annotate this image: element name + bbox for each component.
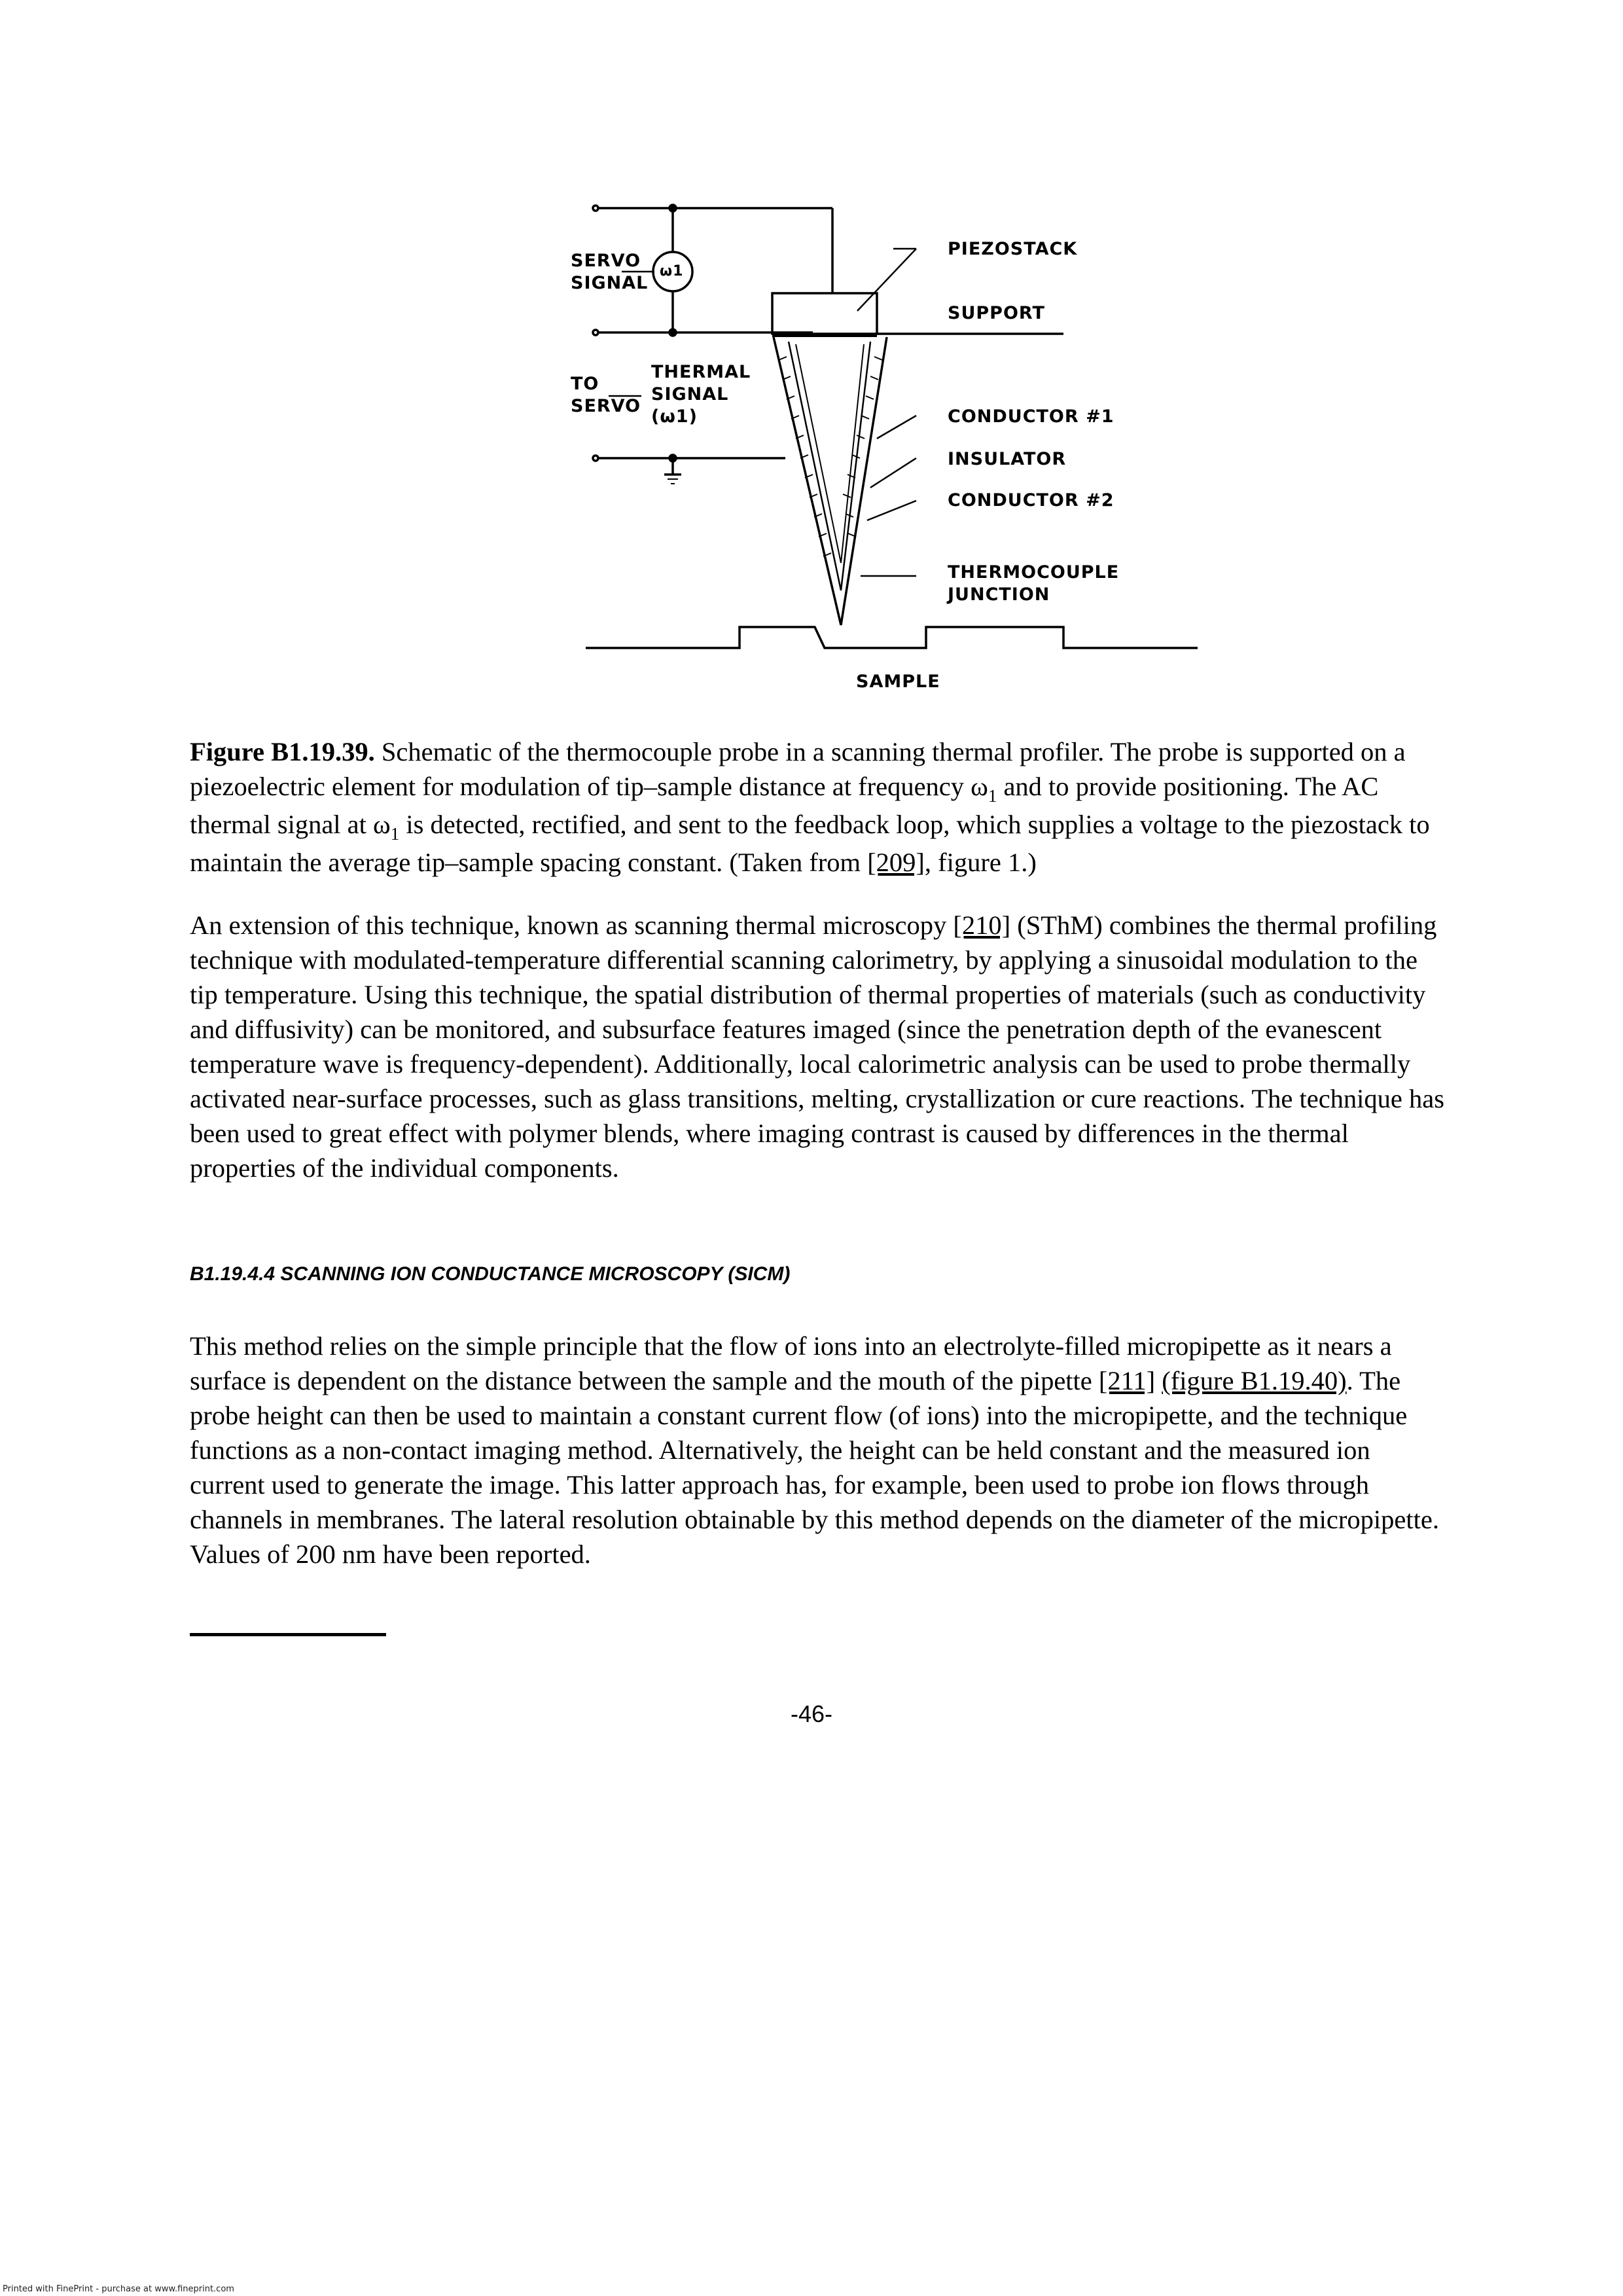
support-label: SUPPORT	[948, 303, 1045, 323]
section-heading: B1.19.4.4 SCANNING ION CONDUCTANCE MICRO…	[190, 1263, 791, 1285]
thermal-signal-label: THERMAL SIGNAL (ω1)	[651, 362, 751, 427]
paragraph-sthm: An extension of this technique, known as…	[190, 910, 1445, 1183]
figure-label: Figure B1.19.39.	[190, 737, 375, 766]
reference-link-211[interactable]: [211]	[1098, 1366, 1156, 1395]
footnote-rule	[190, 1633, 386, 1636]
figure-caption: Figure B1.19.39. Schematic of the thermo…	[190, 737, 1430, 877]
schematic-drawing	[586, 204, 1198, 649]
to-servo-label: TO SERVO	[571, 374, 641, 416]
thermocouple-junction-label: THERMOCOUPLE JUNCTION	[948, 562, 1120, 605]
piezostack-label: PIEZOSTACK	[948, 239, 1078, 259]
paragraph-sicm: This method relies on the simple princip…	[190, 1331, 1439, 1569]
insulator-label: INSULATOR	[948, 449, 1067, 469]
figure-link-b1-19-40[interactable]: (figure B1.19.40)	[1162, 1366, 1347, 1395]
servo-signal-label: SERVO SIGNAL	[571, 251, 649, 293]
conductor-2-label: CONDUCTOR #2	[948, 490, 1115, 511]
reference-link-210[interactable]: [210]	[953, 910, 1011, 940]
reference-link-209[interactable]: [209]	[867, 848, 925, 877]
ac-source-symbol: ω1	[660, 263, 684, 279]
thermocouple-probe-schematic: SERVO SIGNAL ω1 TO SERVO THERMAL SIGNAL …	[563, 190, 1230, 713]
page-number: -46-	[790, 1700, 833, 1727]
conductor-1-label: CONDUCTOR #1	[948, 406, 1115, 427]
sample-label: SAMPLE	[856, 672, 940, 692]
printer-note: Printed with FinePrint - purchase at www…	[3, 2284, 234, 2294]
